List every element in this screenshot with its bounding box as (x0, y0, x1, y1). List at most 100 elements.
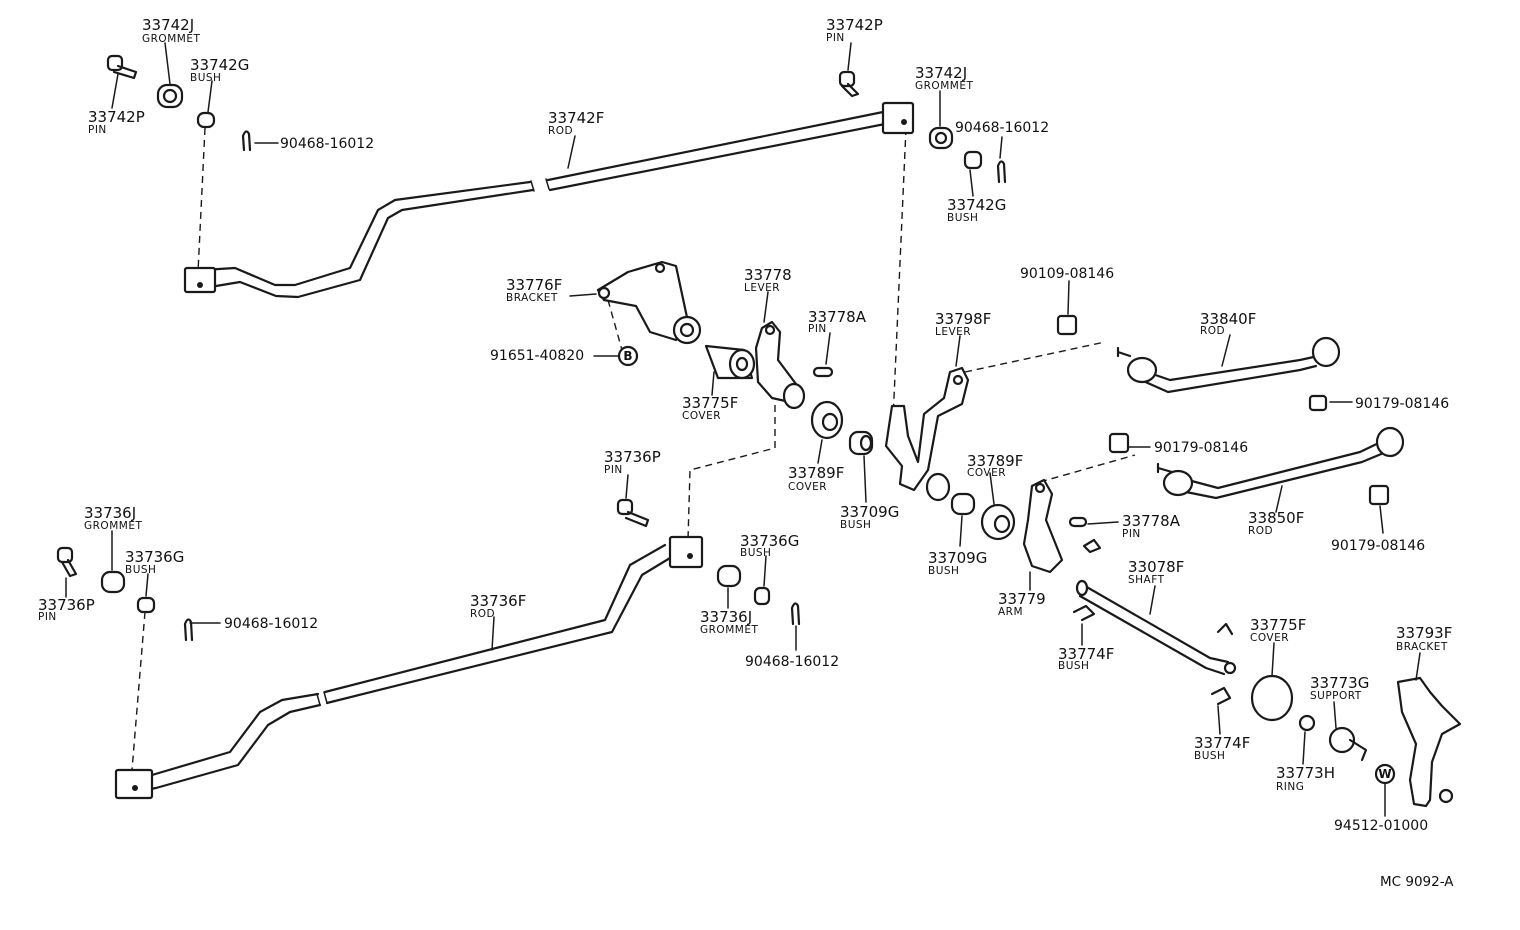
svg-text:33776F: 33776F (506, 276, 562, 294)
svg-text:BUSH: BUSH (1194, 750, 1225, 762)
svg-text:33773H: 33773H (1276, 764, 1335, 782)
svg-text:ARM: ARM (998, 606, 1023, 618)
callout-33776F-bracket: 33776F BRACKET (506, 276, 562, 304)
svg-text:GROMMET: GROMMET (915, 80, 973, 92)
svg-text:33789F: 33789F (967, 452, 1023, 470)
svg-text:33736P: 33736P (38, 596, 95, 614)
svg-text:33742J: 33742J (915, 64, 967, 82)
small-parts-lower (56, 498, 801, 642)
callout-33773G-support: 33773G SUPPORT (1310, 674, 1369, 702)
callout-33709G-bush-right: 33709G BUSH (928, 549, 987, 577)
svg-text:91651-40820: 91651-40820 (490, 348, 584, 364)
svg-text:BUSH: BUSH (947, 212, 978, 224)
callout-94512-01000: 94512-01000 W (1334, 767, 1428, 834)
svg-text:PIN: PIN (88, 124, 107, 136)
svg-text:33775F: 33775F (682, 394, 738, 412)
svg-text:33742G: 33742G (947, 196, 1006, 214)
svg-text:33078F: 33078F (1128, 558, 1184, 576)
svg-text:33709G: 33709G (840, 503, 899, 521)
callout-33078F-shaft: 33078F SHAFT (1128, 558, 1184, 586)
callout-33778A-pin-upper: 33778A PIN (808, 308, 867, 335)
svg-text:33742J: 33742J (142, 16, 194, 34)
callout-90468-16012-lower-left: 90468-16012 (224, 616, 318, 632)
callout-33774F-bush-upper: 33774F BUSH (1058, 645, 1114, 672)
svg-text:33736G: 33736G (125, 548, 184, 566)
callout-90109-08146: 90109-08146 (1020, 266, 1114, 282)
svg-text:BRACKET: BRACKET (1396, 641, 1448, 653)
svg-text:ROD: ROD (1200, 325, 1225, 337)
svg-text:BUSH: BUSH (740, 547, 771, 559)
svg-text:COVER: COVER (682, 410, 721, 422)
svg-text:ROD: ROD (1248, 525, 1273, 537)
svg-text:GROMMET: GROMMET (700, 624, 758, 636)
callout-90179-08146-b: 90179-08146 (1154, 440, 1248, 456)
rod-33736F (114, 535, 704, 800)
svg-text:COVER: COVER (1250, 632, 1289, 644)
callout-90468-16012-lower-center: 90468-16012 (745, 654, 839, 670)
svg-text:33779: 33779 (998, 590, 1046, 608)
svg-text:LEVER: LEVER (744, 282, 780, 294)
svg-text:BUSH: BUSH (840, 519, 871, 531)
svg-text:COVER: COVER (788, 481, 827, 493)
callout-33736P-pin-left: 33736P PIN (38, 596, 95, 623)
callout-91651-40820: 91651-40820 B (490, 348, 633, 364)
callout-33775F-cover-left: 33775F COVER (682, 394, 738, 422)
svg-text:33789F: 33789F (788, 464, 844, 482)
callout-33742G-bush-top-left: 33742G BUSH (190, 56, 249, 84)
callout-33742J-grommet-top-left: 33742J GROMMET (142, 16, 200, 45)
svg-text:33840F: 33840F (1200, 310, 1256, 328)
callout-33736G-bush-left: 33736G BUSH (125, 548, 184, 576)
shift-rods-right (1056, 314, 1405, 506)
svg-text:33736J: 33736J (700, 608, 752, 626)
circled-mark-b: B (623, 349, 632, 363)
diagram-reference: MC 9092-A (1380, 874, 1454, 890)
callout-33774F-bush-lower: 33774F BUSH (1194, 734, 1250, 762)
svg-text:33778A: 33778A (808, 308, 867, 326)
svg-text:LEVER: LEVER (935, 326, 971, 338)
svg-text:33778A: 33778A (1122, 512, 1181, 530)
svg-text:ROD: ROD (548, 125, 573, 137)
svg-text:PIN: PIN (826, 32, 845, 44)
svg-text:33774F: 33774F (1194, 734, 1250, 752)
svg-text:33793F: 33793F (1396, 624, 1452, 642)
svg-text:33736F: 33736F (470, 592, 526, 610)
callout-33736G-bush-center: 33736G BUSH (740, 532, 799, 559)
svg-text:ROD: ROD (470, 608, 495, 620)
callout-33742P-pin-top-left: 33742P PIN (88, 108, 145, 136)
callout-33736J-grommet-left: 33736J GROMMET (84, 504, 142, 532)
callout-90179-08146-c: 90179-08146 (1331, 538, 1425, 554)
svg-text:PIN: PIN (604, 464, 623, 476)
callout-33742G-bush-top-right: 33742G BUSH (947, 196, 1006, 224)
circled-mark-w: W (1378, 767, 1391, 781)
svg-text:SUPPORT: SUPPORT (1310, 690, 1362, 702)
callout-33775F-cover-right: 33775F COVER (1250, 616, 1306, 644)
shaft-assembly (1072, 579, 1462, 808)
svg-text:COVER: COVER (967, 467, 1006, 479)
small-parts-top-right (838, 70, 1007, 184)
svg-text:BUSH: BUSH (928, 565, 959, 577)
callout-33736J-grommet-center: 33736J GROMMET (700, 608, 758, 636)
svg-text:33773G: 33773G (1310, 674, 1369, 692)
callout-33778-lever: 33778 LEVER (744, 266, 792, 294)
svg-text:33742G: 33742G (190, 56, 249, 74)
callout-33789F-cover-left: 33789F COVER (788, 464, 844, 493)
assembly-guides (131, 127, 1136, 771)
svg-text:PIN: PIN (38, 611, 57, 623)
callout-33736P-pin-center: 33736P PIN (604, 448, 661, 476)
svg-text:RING: RING (1276, 781, 1304, 793)
svg-text:33774F: 33774F (1058, 645, 1114, 663)
callout-33773H-ring: 33773H RING (1276, 764, 1335, 793)
callout-90179-08146-a: 90179-08146 (1355, 396, 1449, 412)
svg-text:PIN: PIN (808, 323, 827, 335)
callout-90468-16012-top-left: 90468-16012 (280, 136, 374, 152)
svg-text:BUSH: BUSH (190, 72, 221, 84)
svg-text:33709G: 33709G (928, 549, 987, 567)
callout-33742P-pin-top-right: 33742P PIN (826, 16, 883, 44)
svg-text:33736P: 33736P (604, 448, 661, 466)
svg-text:BUSH: BUSH (1058, 660, 1089, 672)
small-parts-top-left (106, 54, 252, 152)
callout-33742F-rod: 33742F ROD (548, 109, 604, 137)
callout-33840F-rod: 33840F ROD (1200, 310, 1256, 337)
svg-text:33736J: 33736J (84, 504, 136, 522)
